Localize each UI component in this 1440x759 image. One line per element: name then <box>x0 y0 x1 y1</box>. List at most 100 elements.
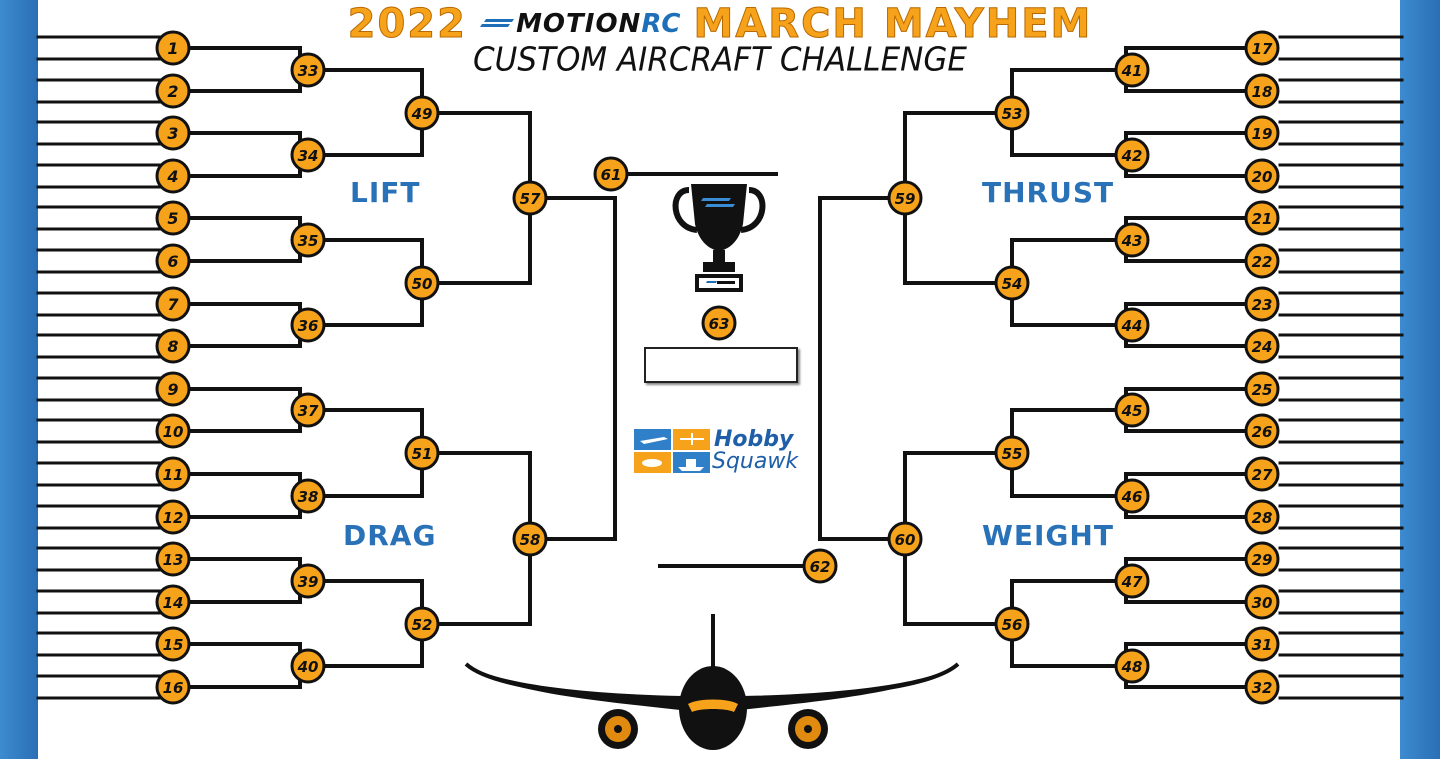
match-badge-7: 7 <box>155 286 191 322</box>
match-badge-3: 3 <box>155 115 191 151</box>
match-badge-22: 22 <box>1244 243 1280 279</box>
badge-number: 28 <box>1252 509 1273 527</box>
trophy-icon <box>672 184 766 292</box>
badge-number: 11 <box>163 466 184 484</box>
badge-number: 19 <box>1252 125 1273 143</box>
badge-circle <box>994 606 1030 642</box>
badge-number: 47 <box>1121 573 1143 591</box>
match-badge-56: 56 <box>994 606 1030 642</box>
badge-circle <box>155 73 191 109</box>
hobbysquawk-logo-icon <box>634 429 710 473</box>
badge-circle <box>1114 563 1150 599</box>
badge-circle <box>1244 584 1280 620</box>
badge-circle <box>1114 648 1150 684</box>
badge-circle <box>1244 30 1280 66</box>
badge-circle <box>1114 478 1150 514</box>
title-year: 2022 <box>347 1 467 48</box>
match-badge-53: 53 <box>994 95 1030 131</box>
match-badge-26: 26 <box>1244 413 1280 449</box>
badge-circle <box>994 265 1030 301</box>
badge-circle <box>155 115 191 151</box>
match-badge-27: 27 <box>1244 456 1280 492</box>
match-badge-10: 10 <box>155 413 191 449</box>
match-badge-35: 35 <box>290 222 326 258</box>
match-badge-52: 52 <box>404 606 440 642</box>
badge-circle <box>155 30 191 66</box>
badge-number: 43 <box>1121 232 1143 250</box>
badge-circle <box>290 307 326 343</box>
badge-number: 8 <box>167 337 178 356</box>
region-label-lift: LIFT <box>350 176 421 209</box>
match-badge-31: 31 <box>1244 626 1280 662</box>
match-badge-61: 61 <box>593 156 629 192</box>
match-badge-50: 50 <box>404 265 440 301</box>
badge-number: 2 <box>167 82 178 101</box>
badge-circle <box>994 95 1030 131</box>
badge-circle <box>155 669 191 705</box>
motionrc-logo: MOTIONRC <box>480 9 680 39</box>
match-badge-34: 34 <box>290 137 326 173</box>
match-badge-60: 60 <box>887 521 923 557</box>
badge-number: 16 <box>163 679 184 697</box>
match-badge-11: 11 <box>155 456 191 492</box>
badge-number: 45 <box>1121 402 1143 420</box>
match-badge-41: 41 <box>1114 52 1150 88</box>
badge-number: 57 <box>520 190 541 208</box>
badge-number: 30 <box>1252 594 1273 612</box>
badge-circle <box>155 413 191 449</box>
badge-number: 29 <box>1252 551 1273 569</box>
match-badge-4: 4 <box>155 158 191 194</box>
match-badge-29: 29 <box>1244 541 1280 577</box>
badge-circle <box>404 265 440 301</box>
badge-number: 59 <box>895 190 916 208</box>
brand-name: MOTION <box>516 9 642 39</box>
badge-number: 40 <box>297 658 319 676</box>
badge-number: 9 <box>167 380 178 399</box>
badge-circle <box>593 156 629 192</box>
badge-circle <box>1244 200 1280 236</box>
badge-circle <box>290 392 326 428</box>
badge-circle <box>290 137 326 173</box>
match-badge-9: 9 <box>155 371 191 407</box>
match-badge-33: 33 <box>290 52 326 88</box>
badge-circle <box>1114 307 1150 343</box>
match-badge-48: 48 <box>1114 648 1150 684</box>
badge-number: 52 <box>412 616 433 634</box>
badge-circle <box>1244 73 1280 109</box>
badge-number: 33 <box>298 62 319 80</box>
badge-circle <box>155 200 191 236</box>
badge-circle <box>1244 669 1280 705</box>
badge-number: 22 <box>1252 253 1273 271</box>
badge-number: 10 <box>163 423 184 441</box>
region-label-drag: DRAG <box>343 519 437 552</box>
badge-number: 36 <box>298 317 319 335</box>
left-sidebar-band <box>0 0 38 759</box>
badge-number: 6 <box>167 252 178 271</box>
badge-circle <box>290 478 326 514</box>
match-badge-28: 28 <box>1244 499 1280 535</box>
match-badge-58: 58 <box>512 521 548 557</box>
badge-number: 51 <box>412 445 433 463</box>
match-badge-8: 8 <box>155 328 191 364</box>
badge-circle <box>1114 137 1150 173</box>
badge-number: 25 <box>1252 381 1273 399</box>
match-badge-39: 39 <box>290 563 326 599</box>
match-badge-14: 14 <box>155 584 191 620</box>
sponsor-name-line1: Hobby <box>714 427 794 452</box>
badge-circle <box>155 499 191 535</box>
match-badge-45: 45 <box>1114 392 1150 428</box>
match-badge-21: 21 <box>1244 200 1280 236</box>
match-badge-17: 17 <box>1244 30 1280 66</box>
badge-number: 13 <box>163 551 184 569</box>
badge-circle <box>155 158 191 194</box>
match-badge-63: 63 <box>701 305 737 341</box>
badge-circle <box>1244 626 1280 662</box>
badge-circle <box>155 371 191 407</box>
badge-circle <box>155 243 191 279</box>
badge-circle <box>155 541 191 577</box>
title-event: MARCH MAYHEM <box>693 1 1093 48</box>
bracket-connectors <box>36 35 1404 700</box>
badge-circle <box>1244 243 1280 279</box>
